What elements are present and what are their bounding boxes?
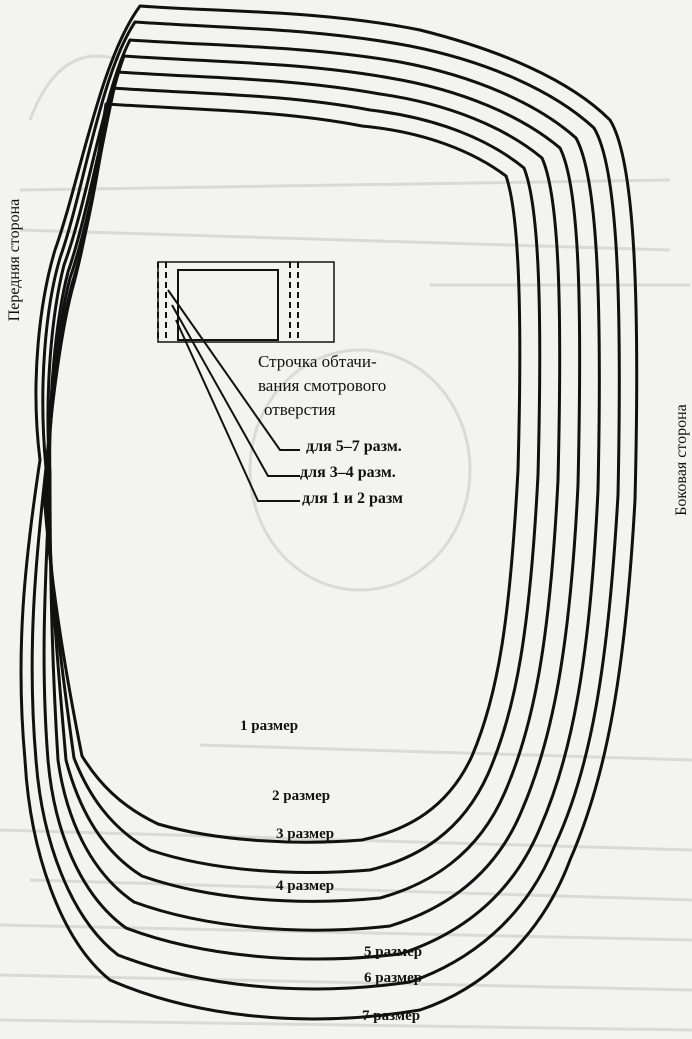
stitch-callout: Строчка обтачи- вания смотрового отверст…	[258, 350, 386, 422]
viewing-window	[157, 261, 335, 343]
window-inner	[177, 269, 279, 341]
leader-1-2	[175, 319, 300, 502]
callout-sizes-5-7: для 5–7 разм.	[306, 438, 402, 455]
leader-3-4	[171, 304, 300, 477]
size-label-4: 4 размер	[276, 878, 335, 894]
pattern-outline-size-6	[30, 20, 621, 991]
pattern-outline-size-5	[42, 38, 601, 961]
callout-line-1: Строчка обтачи-	[258, 352, 377, 371]
size-label-7: 7 размер	[362, 1008, 421, 1024]
callout-sizes-1-2: для 1 и 2 разм	[302, 490, 403, 507]
pattern-outline-size-1	[42, 102, 522, 844]
callout-line-3: отверстия	[264, 400, 336, 419]
size-label-3: 3 размер	[276, 826, 335, 842]
size-label-6: 6 размер	[364, 970, 423, 986]
pattern-outline-size-2	[44, 86, 542, 875]
size-label-1: 1 размер	[240, 718, 299, 734]
pattern-outline-size-7	[19, 4, 639, 1021]
window-outer	[157, 261, 335, 343]
front-side-label: Передняя сторона	[6, 198, 23, 322]
pattern-outline-size-3	[46, 70, 562, 903]
leader-5-7	[167, 289, 300, 451]
callout-line-2: вания смотрового	[258, 376, 387, 395]
size-label-2: 2 размер	[272, 788, 331, 804]
callout-sizes-3-4: для 3–4 разм.	[300, 464, 396, 481]
side-side-label: Боковая сторона	[673, 404, 690, 516]
size-label-5: 5 размер	[364, 944, 423, 960]
